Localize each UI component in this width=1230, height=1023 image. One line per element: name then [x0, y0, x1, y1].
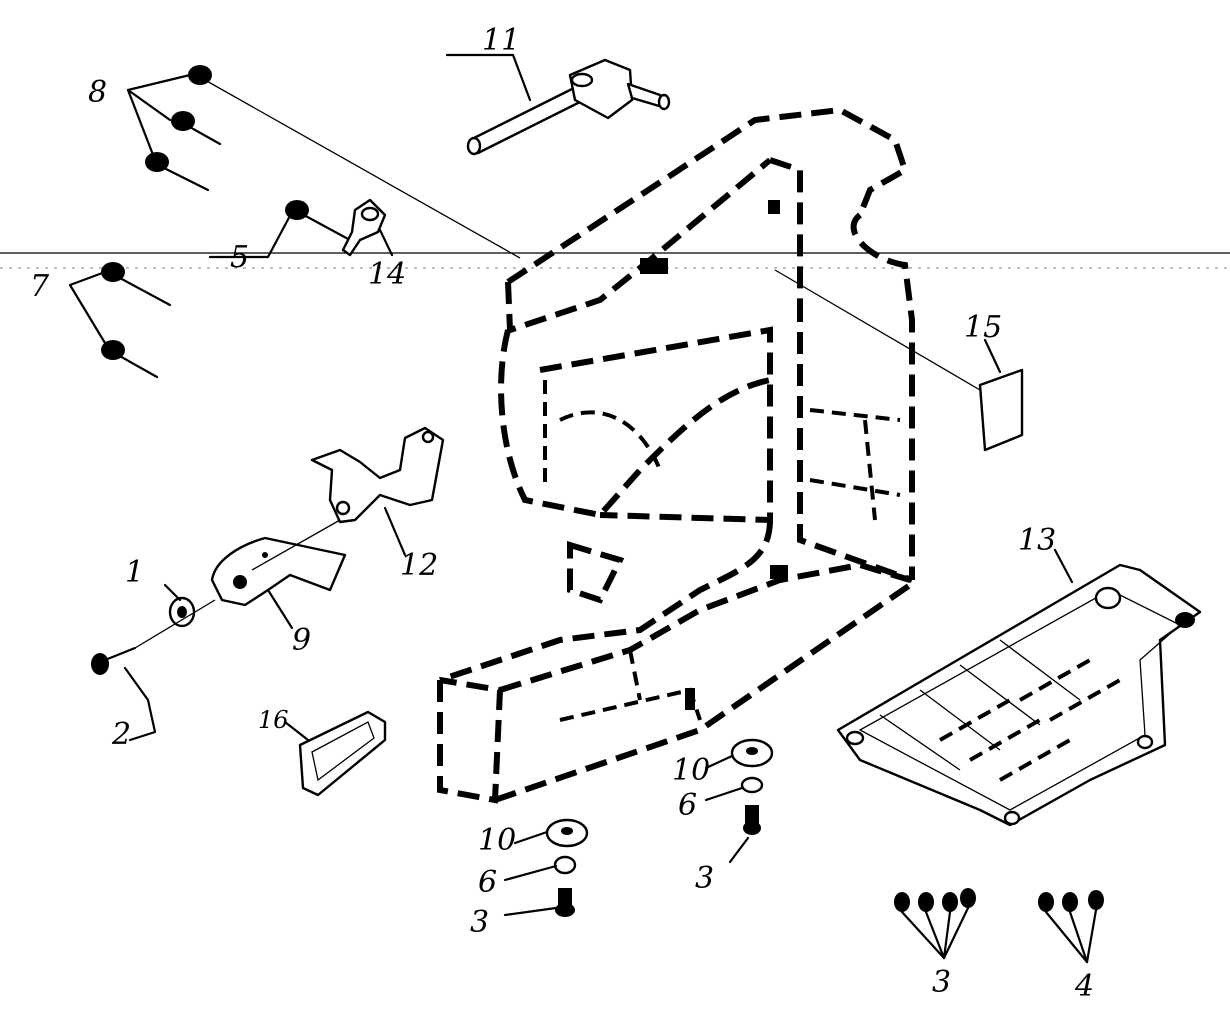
label-part-15: 15 — [964, 310, 1002, 345]
part-16-plate — [298, 710, 387, 797]
part-12-bracket — [310, 426, 445, 524]
screw-group-3 — [894, 888, 976, 960]
part-13-base-plate — [836, 563, 1202, 827]
part-11-shaft — [466, 58, 671, 156]
label-part-9: 9 — [292, 623, 311, 658]
label-part-14: 14 — [368, 257, 406, 292]
label-part-10-center: 10 — [478, 823, 516, 858]
scan-artifact-line — [0, 252, 1230, 269]
label-part-1: 1 — [125, 555, 144, 590]
part-1-washer — [168, 596, 196, 628]
label-part-4-group: 4 — [1074, 969, 1094, 1004]
label-part-3-center: 3 — [470, 905, 489, 940]
part-15-plate — [774, 269, 1024, 452]
label-part-13: 13 — [1018, 523, 1056, 558]
part-2-screw — [91, 599, 216, 675]
main-housing — [437, 106, 915, 804]
label-part-11: 11 — [482, 23, 520, 58]
part-8-screws — [145, 65, 521, 259]
part-5-screw — [285, 200, 352, 242]
label-part-5: 5 — [230, 240, 249, 275]
foot-assembly-center — [545, 818, 589, 917]
screw-group-4 — [1038, 890, 1104, 964]
label-part-3-right: 3 — [695, 861, 714, 896]
leader-lines — [68, 53, 1074, 917]
label-part-10-right: 10 — [672, 753, 710, 788]
label-part-7: 7 — [30, 269, 50, 304]
label-part-3-group: 3 — [932, 965, 951, 1000]
label-part-6-center: 6 — [478, 865, 497, 900]
part-labels: 11 8 5 14 7 15 12 1 9 2 16 13 10 6 3 10 … — [30, 23, 1094, 1004]
part-14-clip — [341, 198, 387, 257]
label-part-2: 2 — [111, 717, 131, 752]
foot-assembly-right — [730, 738, 774, 835]
label-part-6-right: 6 — [678, 788, 697, 823]
part-7-screws — [101, 262, 172, 379]
label-part-16: 16 — [258, 706, 289, 734]
label-part-8: 8 — [88, 75, 107, 110]
label-part-12: 12 — [400, 548, 438, 583]
part-9-lever — [210, 519, 347, 607]
